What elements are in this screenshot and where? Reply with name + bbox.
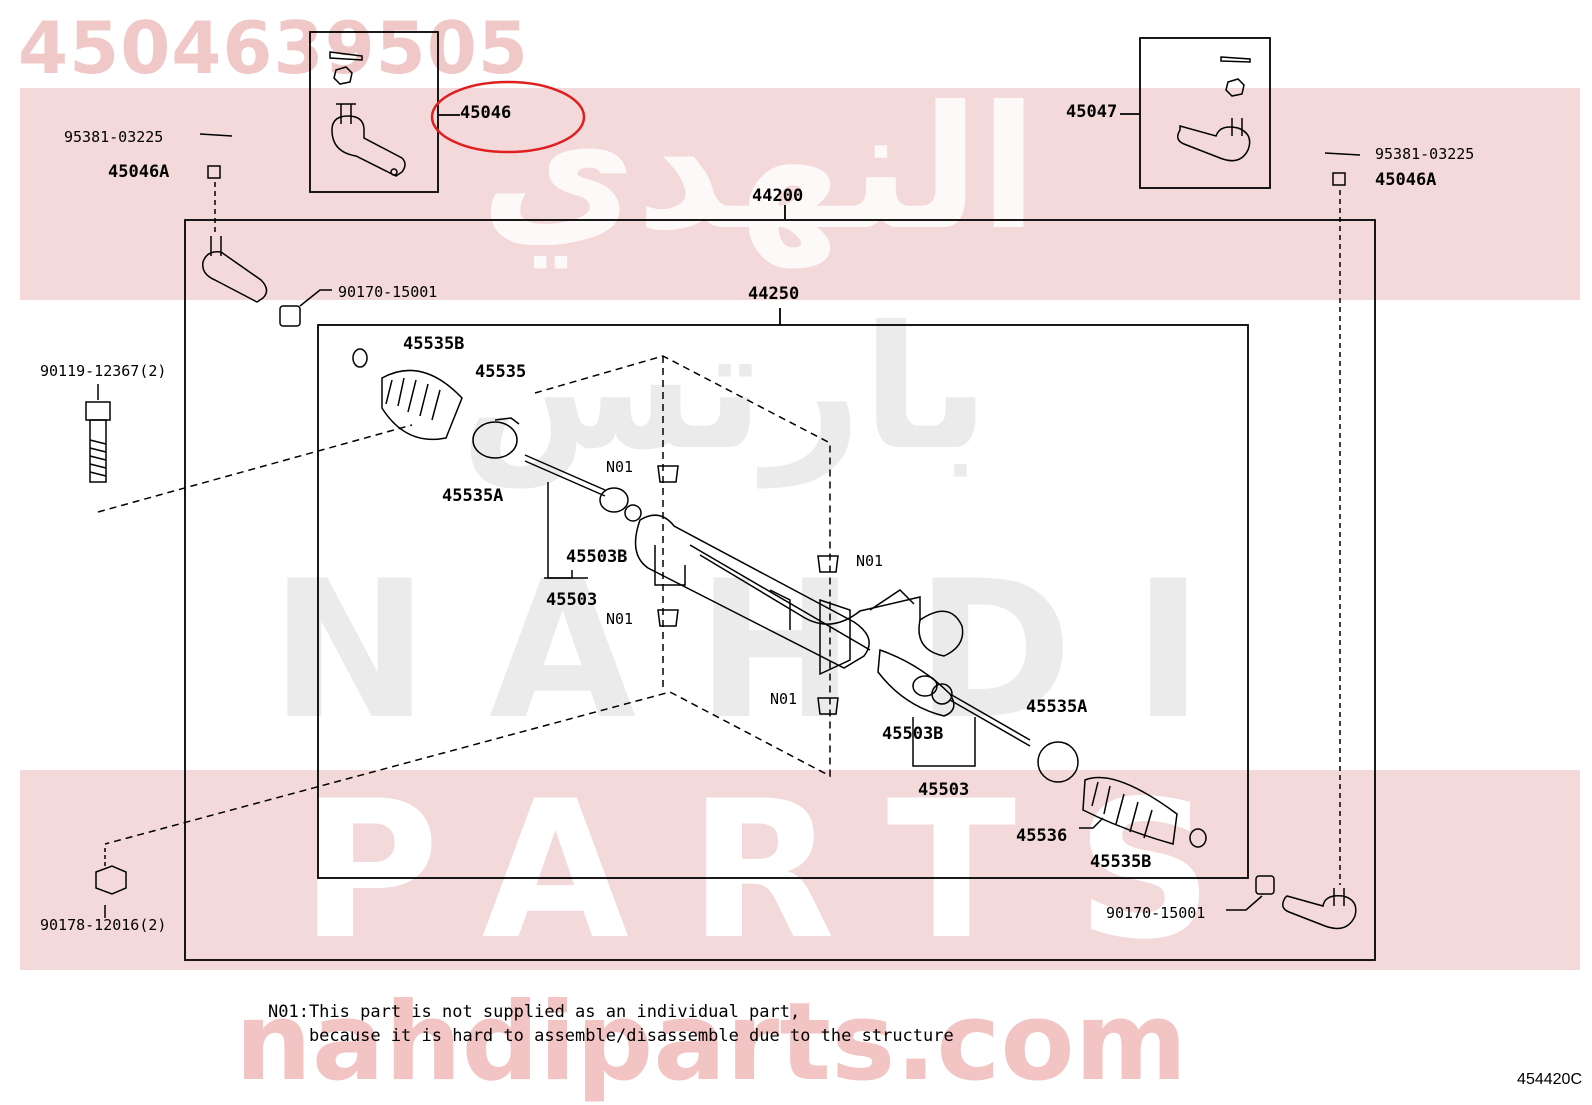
callout-45536: 45536 [1016, 826, 1068, 846]
footnote-line-2: because it is hard to assemble/disassemb… [268, 1026, 954, 1046]
callout-n01-3: N01 [856, 552, 884, 570]
callout-45046A-left: 45046A [108, 162, 170, 182]
assembly-box-44200 [184, 219, 1376, 961]
inset-box-45047 [1139, 37, 1271, 189]
footnote-line-1: N01:This part is not supplied as an indi… [268, 1002, 801, 1022]
inset-box-45046 [309, 31, 439, 193]
watermark-url: nahdiparts.com [235, 980, 1188, 1105]
bolt-90119 [85, 384, 111, 483]
part-number-header: 4504639505 [18, 6, 529, 90]
inset-45047-parts [1177, 56, 1251, 162]
callout-45535B-top: 45535B [403, 334, 465, 354]
watermark-arabic-1: النهدي [480, 70, 1038, 268]
callout-45535A-right: 45535A [1026, 697, 1088, 717]
right-tie-rod-end [1226, 152, 1361, 930]
inset-45046-parts [329, 51, 406, 177]
bushings-n01 [657, 465, 839, 715]
left-tie-rod-45503 [524, 454, 642, 579]
left-tie-rod-end [199, 133, 332, 327]
callout-45535-top: 45535 [475, 362, 527, 382]
callout-45503B-right: 45503B [882, 724, 944, 744]
watermark-parts: PARTS [300, 760, 1274, 981]
callout-90178: 90178-12016(2) [40, 916, 167, 934]
footnote: N01:This part is not supplied as an indi… [268, 1000, 954, 1048]
callout-n01-2: N01 [606, 610, 634, 628]
watermark-band-bottom [20, 770, 1580, 970]
nut-90178 [95, 848, 127, 918]
callout-45503B-left: 45503B [566, 547, 628, 567]
callout-44250: 44250 [748, 284, 800, 304]
right-boot-45536 [1037, 741, 1207, 848]
diagram-code: 454420C [1517, 1071, 1582, 1088]
dashed-guides [97, 355, 831, 845]
callout-45046: 45046 [460, 103, 512, 123]
right-tie-rod-45503 [912, 675, 1031, 767]
callout-45046A-right: 45046A [1375, 170, 1437, 190]
callout-45503-left: 45503 [546, 590, 598, 610]
callout-45535B-right: 45535B [1090, 852, 1152, 872]
callout-90170-left: 90170-15001 [338, 283, 438, 301]
rack-housing-44250 [634, 514, 964, 717]
callout-n01-1: N01 [606, 458, 634, 476]
callout-45535A-left: 45535A [442, 486, 504, 506]
callout-44200: 44200 [752, 186, 804, 206]
callout-45047: 45047 [1066, 102, 1118, 122]
callout-95381-right: 95381-03225 [1375, 145, 1475, 163]
callout-n01-4: N01 [770, 690, 798, 708]
callout-90170-right: 90170-15001 [1106, 904, 1206, 922]
callout-90119: 90119-12367(2) [40, 362, 167, 380]
callout-45503-right: 45503 [918, 780, 970, 800]
left-boot-45535 [352, 348, 520, 459]
watermark-band-top [20, 88, 1580, 300]
highlight-circle [430, 80, 586, 154]
callout-95381-left: 95381-03225 [64, 128, 164, 146]
assembly-box-44250 [317, 324, 1249, 879]
